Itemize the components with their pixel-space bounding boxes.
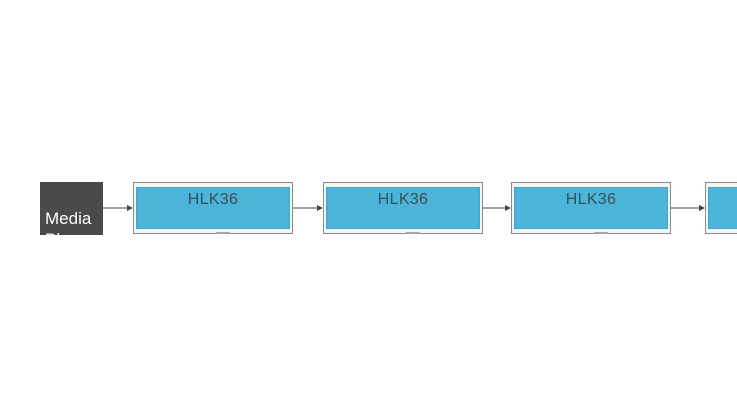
display-node-2: HLK36 (323, 182, 483, 234)
display-label: HLK36 (565, 191, 617, 208)
display-node-3: HLK36 (511, 182, 671, 234)
display-screen (326, 187, 480, 229)
display-node-4-partial (705, 182, 737, 234)
display-stand (216, 232, 230, 234)
display-stand (406, 232, 420, 234)
display-screen (136, 187, 290, 229)
display-label: HLK36 (377, 191, 429, 208)
display-stand (594, 232, 608, 234)
display-screen (514, 187, 668, 229)
display-node-1: HLK36 (133, 182, 293, 234)
display-screen (708, 187, 737, 229)
media-player-label: Media Player (45, 209, 94, 249)
display-label: HLK36 (187, 191, 239, 208)
media-player-node: Media Player (40, 182, 103, 249)
